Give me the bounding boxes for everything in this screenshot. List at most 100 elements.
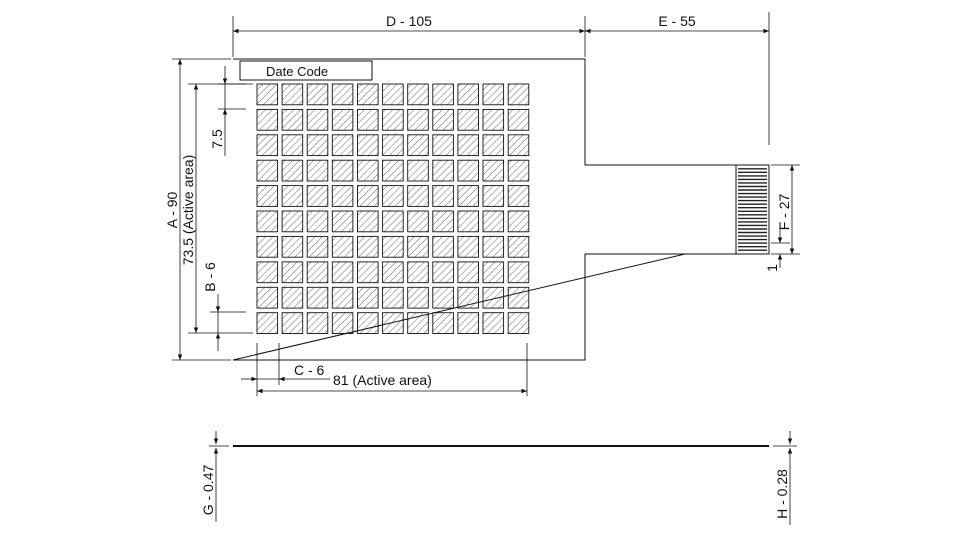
sensor-pad [507,286,530,309]
sensor-pad [306,159,329,182]
sensor-pad [457,210,479,233]
sensor-pad [357,235,379,258]
sensor-pad [432,210,454,233]
sensor-pad [331,159,354,182]
sensor-pad [432,312,454,334]
dim-g-label: G - 0.47 [200,465,216,516]
sensor-pad [281,312,304,334]
sensor-pad [457,312,479,334]
sensor-pad [306,286,329,309]
sensor-pad [281,159,304,182]
connector-tail [735,164,770,255]
sensor-pad [457,134,479,157]
sensor-pad [432,185,454,207]
sensor-pad [507,312,530,334]
sensor-pad [306,235,329,258]
sensor-pad [357,159,379,182]
sensor-pad [281,210,304,233]
sensor-pad [457,185,479,207]
sensor-pad [281,134,304,157]
sensor-pad [331,108,354,131]
sensor-pad [306,261,329,284]
date-code-box [239,60,373,81]
sensor-pad [407,108,429,131]
dim-c-label: C - 6 [294,362,325,378]
sensor-pad [331,210,354,233]
dim-b-label: B - 6 [202,262,218,292]
sensor-pad [407,185,429,207]
sensor-pad [382,134,404,157]
sensor-pad [482,108,505,131]
sensor-pad [432,235,454,258]
sensor-pad [256,159,279,182]
sensor-pad [482,312,505,334]
sensor-pad-grid [256,83,530,334]
sensor-pad [457,235,479,258]
sensor-pad [331,185,354,207]
sensor-pad [432,286,454,309]
sensor-pad [407,312,429,334]
sensor-pad [482,159,505,182]
dim-e-label: E - 55 [658,13,696,29]
sensor-pad [306,83,329,106]
sensor-pad [457,286,479,309]
dim-tail-offset-label: 1 [764,264,780,272]
sensor-pad [256,312,279,334]
sensor-pad [507,210,530,233]
dim-active-height-label: 73.5 (Active area) [180,155,196,266]
sensor-pad [382,210,404,233]
sensor-pad [256,134,279,157]
sensor-pad [432,261,454,284]
dim-active-width-label: 81 (Active area) [333,372,432,388]
sensor-pad [281,108,304,131]
sensor-pad [357,185,379,207]
sensor-pad [507,261,530,284]
sensor-pad [507,83,530,106]
sensor-pad [482,210,505,233]
sensor-pad [457,108,479,131]
date-code-label: Date Code [266,64,328,79]
sensor-pad [382,185,404,207]
sensor-pad [357,108,379,131]
sensor-pad [507,108,530,131]
sensor-pad [256,235,279,258]
sensor-pad [482,261,505,284]
sensor-pad [407,83,429,106]
sensor-pad [482,134,505,157]
sensor-pad [357,312,379,334]
sensor-pad [357,210,379,233]
sensor-pad [507,134,530,157]
sensor-pad [281,261,304,284]
sensor-pad [382,108,404,131]
sensor-pad [457,261,479,284]
sensor-pad [382,159,404,182]
sensor-pad [331,312,354,334]
sensor-pad [432,134,454,157]
sensor-pad [382,83,404,106]
sensor-pad [407,159,429,182]
sensor-pad [281,185,304,207]
sensor-pad [507,185,530,207]
sensor-pad [382,312,404,334]
sensor-pad [357,286,379,309]
sensor-pad [457,83,479,106]
sensor-pad [407,261,429,284]
sensor-pad [331,134,354,157]
sensor-pad [357,261,379,284]
sensor-pad [331,83,354,106]
sensor-pad [432,83,454,106]
sensor-pad [256,286,279,309]
sensor-pad [256,83,279,106]
sensor-pad [357,83,379,106]
sensor-pad [407,134,429,157]
sensor-pad [306,210,329,233]
dim-f-label: F - 27 [776,194,792,231]
sensor-pad [256,210,279,233]
sensor-pad [382,261,404,284]
sensor-pad [432,108,454,131]
sensor-pad [331,235,354,258]
sensor-pad [281,235,304,258]
dim-pitch-label: 7.5 [209,129,225,149]
sensor-pad [306,134,329,157]
